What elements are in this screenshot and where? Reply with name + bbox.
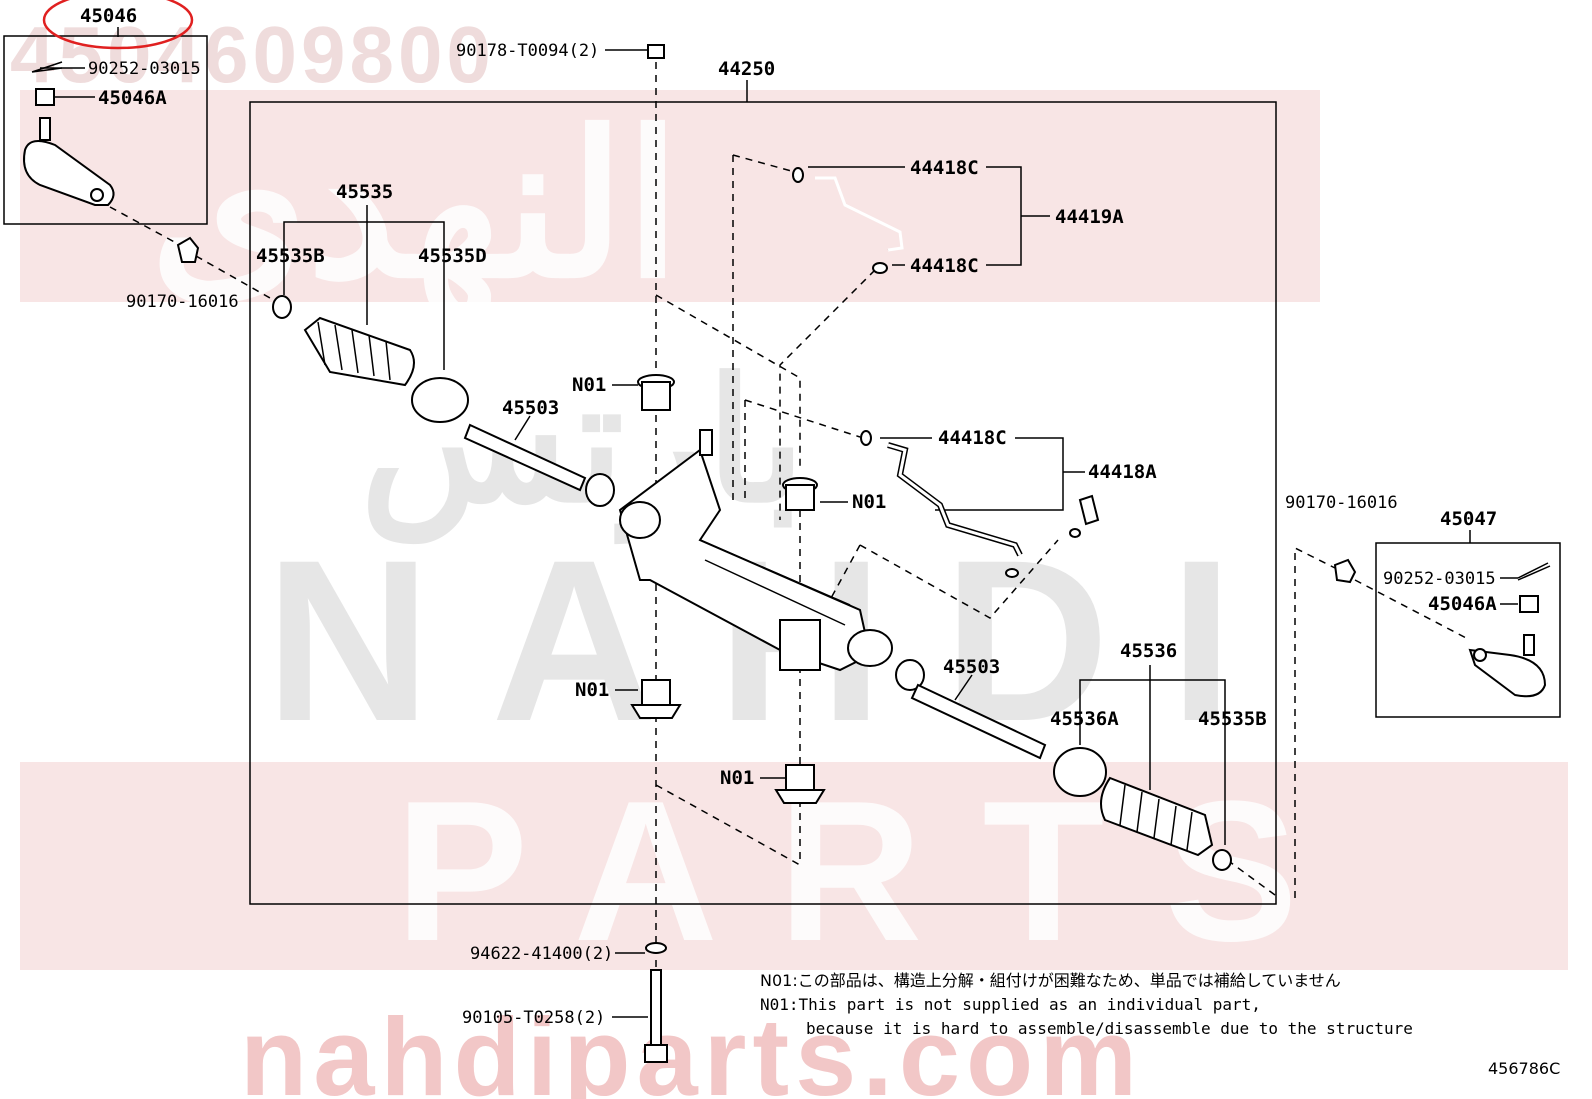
- label-45046: 45046: [80, 5, 137, 27]
- cotter-pin-right: [1517, 562, 1551, 581]
- label-90105: 90105-T0258(2): [462, 1008, 605, 1028]
- label-n01-1: N01: [572, 374, 606, 396]
- castle-nut-left: [35, 88, 55, 106]
- mount-n01-1: [637, 374, 675, 411]
- label-45535d: 45535D: [418, 245, 487, 267]
- figure-code: 456786C: [1488, 1059, 1560, 1078]
- highlight-circle: [42, 0, 194, 50]
- cotter-pin-left: [31, 61, 63, 73]
- label-45046a-left: 45046A: [98, 87, 167, 109]
- mount-n01-4: [774, 764, 826, 804]
- boot-band-right: [1053, 747, 1107, 797]
- label-44418c-1: 44418C: [910, 157, 979, 179]
- clamp-left: [272, 295, 292, 319]
- rack-housing: [618, 429, 893, 672]
- pipe-44418a: [860, 430, 1100, 578]
- watermark-brand-1: NAHDI: [265, 512, 1293, 769]
- label-44419a: 44419A: [1055, 206, 1124, 228]
- label-45536a: 45536A: [1050, 708, 1119, 730]
- notes: N01:この部品は、構造上分解・組付けが困難なため、単品では補給していません N…: [760, 971, 1413, 1038]
- castle-nut-right: [1519, 595, 1539, 613]
- washer-bottom: [645, 942, 667, 954]
- label-n01-3: N01: [575, 679, 609, 701]
- bolt-top: [647, 44, 665, 59]
- parts: [23, 44, 1551, 1063]
- boot-right: [1100, 776, 1214, 857]
- watermark-band-top: [20, 90, 1320, 302]
- mount-n01-2: [782, 477, 818, 511]
- label-90170-right: 90170-16016: [1285, 493, 1398, 513]
- label-44418c-3: 44418C: [938, 427, 1007, 449]
- boot-band-left: [411, 377, 469, 423]
- bolt-bottom: [644, 969, 668, 1063]
- label-44250: 44250: [718, 58, 775, 80]
- label-90170-left: 90170-16016: [126, 292, 239, 312]
- lock-nut-left: [176, 236, 200, 263]
- tie-rod-right: [895, 659, 1047, 760]
- label-45503-left: 45503: [502, 397, 559, 419]
- mount-n01-3: [630, 679, 682, 719]
- watermark-url: nahdiparts.com: [240, 996, 1143, 1099]
- watermark: النهدي بارتس NAHDI PARTS nahdiparts.com …: [10, 10, 1568, 1099]
- lock-nut-right: [1333, 558, 1357, 584]
- watermark-part-number: 4504609800: [10, 10, 495, 99]
- label-45535b-right: 45535B: [1198, 708, 1267, 730]
- label-45047: 45047: [1440, 508, 1497, 530]
- watermark-arabic: النهدي: [150, 95, 681, 328]
- labels: 45046 90252-03015 45046A 90170-16016 901…: [80, 5, 1497, 1028]
- boot-left: [303, 316, 415, 387]
- label-45536: 45536: [1120, 640, 1177, 662]
- note-english-1: N01:This part is not supplied as an indi…: [760, 995, 1261, 1014]
- label-45535: 45535: [336, 181, 393, 203]
- inset-box-left: [3, 35, 208, 225]
- label-90178: 90178-T0094(2): [456, 41, 599, 61]
- tie-rod-end-left: [23, 117, 115, 206]
- label-45046a-right: 45046A: [1428, 593, 1497, 615]
- label-44418c-2: 44418C: [910, 255, 979, 277]
- label-45535b-left: 45535B: [256, 245, 325, 267]
- clamp-right: [1212, 849, 1232, 871]
- label-45503-right: 45503: [943, 656, 1000, 678]
- label-90252-right: 90252-03015: [1383, 569, 1496, 589]
- label-n01-4: N01: [720, 767, 754, 789]
- note-japanese: N01:この部品は、構造上分解・組付けが困難なため、単品では補給していません: [760, 971, 1341, 990]
- label-94622: 94622-41400(2): [470, 944, 613, 964]
- tie-rod-end-right: [1468, 634, 1547, 698]
- label-n01-2: N01: [852, 491, 886, 513]
- inset-box-right: [1375, 542, 1561, 718]
- label-44418a: 44418A: [1088, 461, 1157, 483]
- tie-rod-left: [463, 423, 615, 507]
- note-english-2: because it is hard to assemble/disassemb…: [806, 1019, 1413, 1038]
- assembly-frame: [249, 101, 1277, 905]
- label-90252-left: 90252-03015: [88, 59, 201, 79]
- pipe-44419a: [792, 167, 904, 274]
